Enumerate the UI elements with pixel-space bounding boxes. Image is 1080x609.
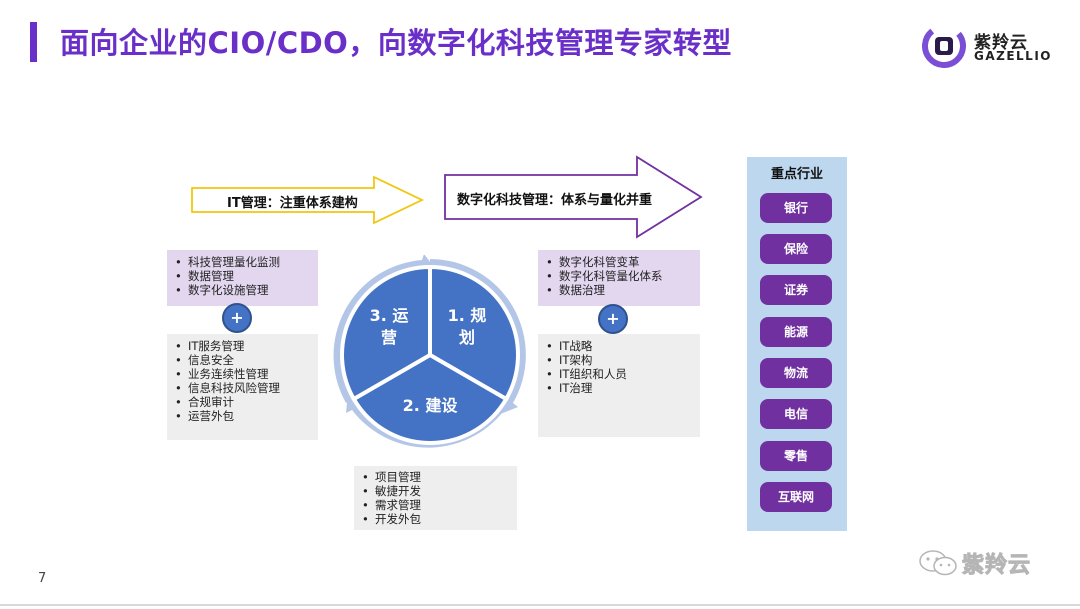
gazellio-logo-icon <box>922 24 966 68</box>
cycle-diagram <box>333 255 526 448</box>
wechat-icon <box>919 550 957 576</box>
list-item: 科技管理量化监测 <box>167 255 318 269</box>
digital-management-arrow <box>444 155 703 239</box>
cycle-segment-build <box>351 352 509 445</box>
cycle-label-operate: 3. 运营 <box>369 306 409 347</box>
list-item: 数据治理 <box>538 283 700 297</box>
cycle-ring-arrow-plan <box>430 259 526 415</box>
cycle-ring-arrow-operate <box>333 255 434 403</box>
left-bottom-box: IT服务管理 信息安全 业务连续性管理 信息科技风险管理 合规审计 运营外包 <box>167 334 318 440</box>
page-number: 7 <box>38 571 47 586</box>
industry-pill-insurance: 保险 <box>760 234 832 264</box>
build-items-box: 项目管理 敏捷开发 需求管理 开发外包 <box>354 466 517 530</box>
industry-pill-bank: 银行 <box>760 193 832 223</box>
logo-text-en: GAZELLIO <box>974 49 1052 63</box>
industry-pill-retail: 零售 <box>760 441 832 471</box>
list-item: 数字化设施管理 <box>167 283 318 297</box>
it-management-label: IT管理：注重体系建构 <box>227 196 358 211</box>
right-top-box: 数字化科管变革 数字化科管量化体系 数据治理 <box>538 250 700 306</box>
industries-title: 重点行业 <box>770 167 823 182</box>
industry-pill-energy: 能源 <box>760 317 832 347</box>
industry-pill-telecom: 电信 <box>760 399 832 429</box>
list-item: 信息安全 <box>167 353 318 367</box>
title-accent-bar <box>30 22 37 62</box>
bottom-divider <box>0 604 1080 606</box>
watermark-text: 紫羚云 <box>961 553 1032 579</box>
list-item: IT架构 <box>538 353 700 367</box>
right-bottom-box: IT战略 IT架构 IT组织和人员 IT治理 <box>538 334 700 437</box>
list-item: 运营外包 <box>167 409 318 423</box>
digital-management-label: 数字化科技管理：体系与量化并重 <box>457 193 653 208</box>
list-item: 开发外包 <box>354 512 517 526</box>
list-item: 信息科技风险管理 <box>167 381 318 395</box>
industries-panel: 重点行业 银行 保险 证券 能源 物流 电信 零售 互联网 <box>747 157 847 531</box>
watermark: 紫羚云 <box>918 547 1058 579</box>
page-title: 面向企业的CIO/CDO，向数字化科技管理专家转型 <box>60 26 732 60</box>
cycle-label-build: 2. 建设 <box>402 396 458 415</box>
logo-text-cn: 紫羚云 <box>974 33 1028 53</box>
industry-pill-internet: 互联网 <box>760 482 832 512</box>
list-item: 业务连续性管理 <box>167 367 318 381</box>
brand-logo: 紫羚云 GAZELLIO <box>922 24 1052 70</box>
industry-pill-logistics: 物流 <box>760 358 832 388</box>
list-item: 合规审计 <box>167 395 318 409</box>
list-item: 数字化科管量化体系 <box>538 269 700 283</box>
cycle-segment-operate <box>340 264 432 402</box>
list-item: IT治理 <box>538 381 700 395</box>
list-item: 敏捷开发 <box>354 484 517 498</box>
it-management-arrow <box>191 175 425 225</box>
left-plus-icon: + <box>222 303 252 333</box>
industry-pill-securities: 证券 <box>760 275 832 305</box>
list-item: 项目管理 <box>354 470 517 484</box>
cycle-label-plan: 1. 规划 <box>447 306 487 347</box>
list-item: 数据管理 <box>167 269 318 283</box>
left-top-box: 科技管理量化监测 数据管理 数字化设施管理 <box>167 250 318 306</box>
list-item: IT组织和人员 <box>538 367 700 381</box>
list-item: 需求管理 <box>354 498 517 512</box>
list-item: IT战略 <box>538 339 700 353</box>
list-item: 数字化科管变革 <box>538 255 700 269</box>
list-item: IT服务管理 <box>167 339 318 353</box>
right-plus-icon: + <box>598 304 628 334</box>
